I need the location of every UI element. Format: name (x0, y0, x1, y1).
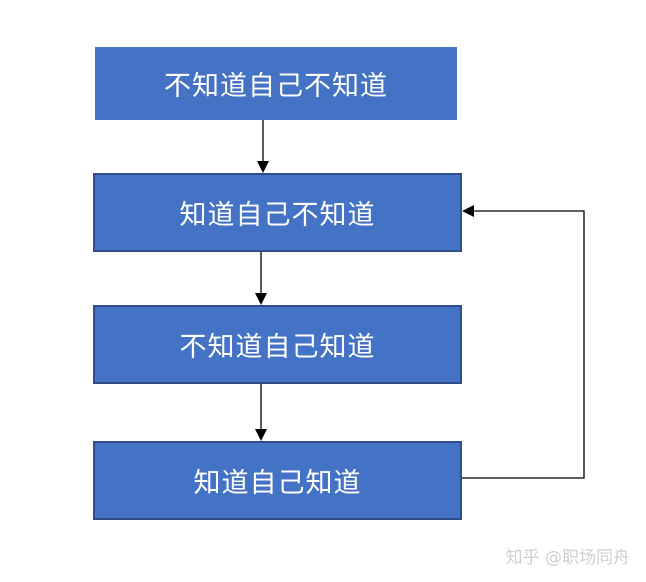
node-label: 不知道自己知道 (179, 332, 376, 363)
node-known-knowns: 知道自己知道 (93, 441, 462, 520)
node-label: 知道自己知道 (193, 468, 362, 499)
node-label: 知道自己不知道 (179, 200, 376, 231)
node-label: 不知道自己不知道 (164, 71, 388, 102)
node-unknown-knowns: 不知道自己知道 (93, 305, 462, 384)
node-known-unknowns: 知道自己不知道 (93, 173, 462, 252)
watermark: 知乎 @职场同舟 (505, 548, 630, 568)
node-unknown-unknowns: 不知道自己不知道 (95, 47, 457, 120)
feedback-arrow-n4-to-n2 (462, 205, 585, 479)
